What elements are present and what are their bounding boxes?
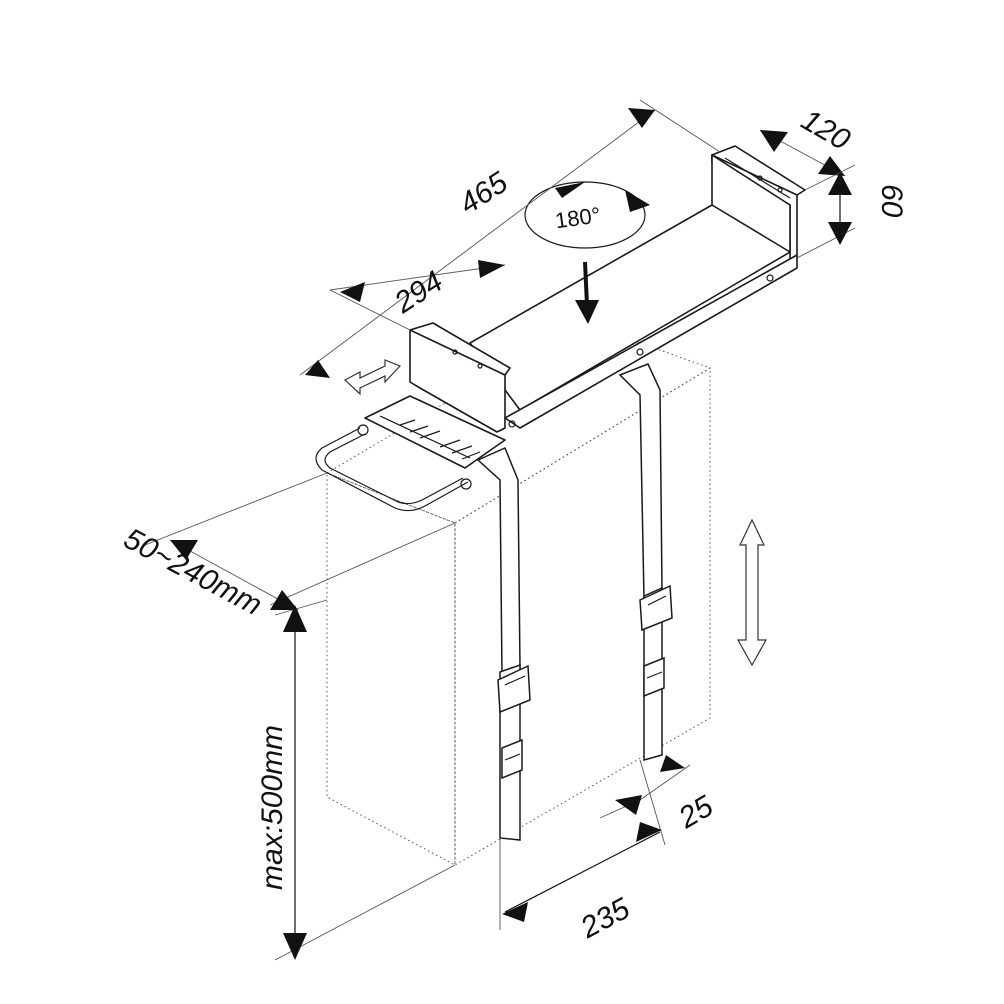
right-strap [618,363,673,761]
dim-pc-width-label: 50~240mm [118,522,267,622]
dim-294: 294 [329,260,506,331]
dim-465-label: 465 [454,166,514,221]
dim-pc-height: max:500mm [256,599,456,961]
slider-plate [343,359,506,469]
dim-120: 120 [759,103,856,177]
rotation-indicator: 180° [524,181,650,249]
dim-strap-width-label: 25 [672,790,719,836]
dim-pc-depth: 235 [499,759,666,945]
left-strap [476,447,531,841]
dim-strap-width: 25 [599,755,719,836]
dim-120-label: 120 [796,103,856,157]
mounting-bracket [409,145,806,433]
rotation-label: 180° [553,202,602,233]
down-arrow [575,261,599,324]
vertical-adjust-icon [736,518,768,667]
dim-pc-height-label: max:500mm [256,725,289,890]
handle-bar [315,424,472,512]
dim-pc-width: 50~240mm [118,472,456,622]
pc-case-outline [325,321,712,866]
dim-294-label: 294 [388,265,449,320]
dim-60-label: 60 [875,184,908,218]
dim-60: 60 [796,164,908,259]
dim-pc-depth-label: 235 [575,892,636,945]
